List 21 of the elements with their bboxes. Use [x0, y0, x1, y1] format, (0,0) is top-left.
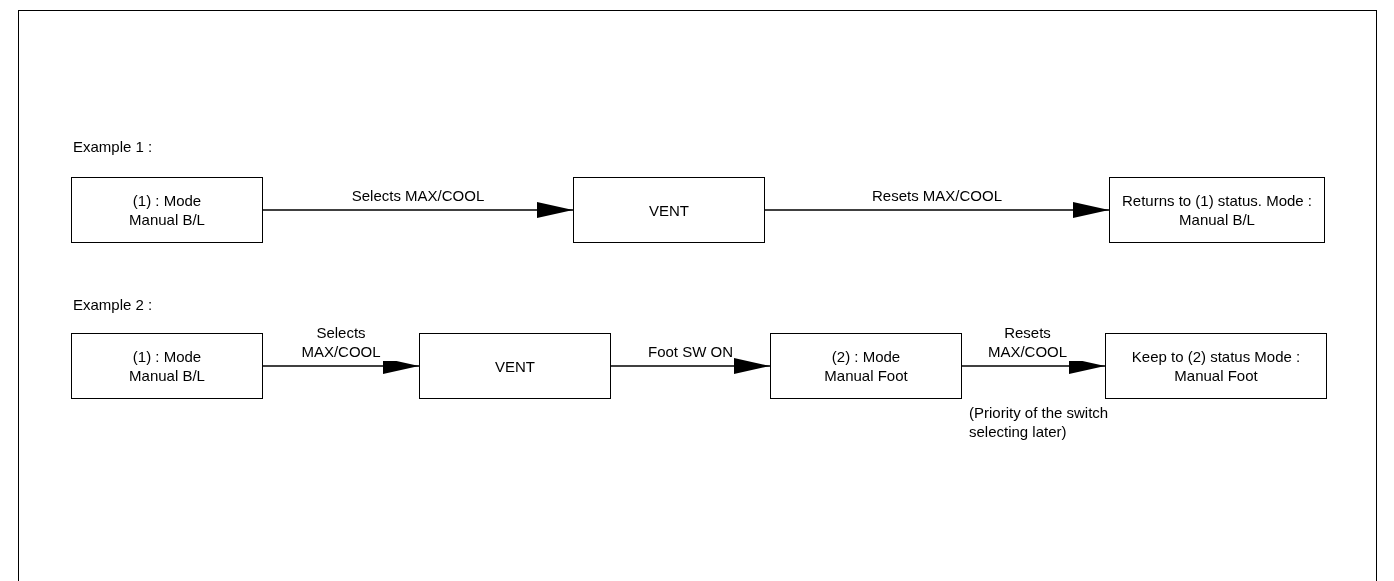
arrow	[262, 202, 574, 218]
process-box	[1105, 333, 1327, 399]
box-text: VENT	[495, 356, 535, 376]
note-text: (Priority of the switch selecting later)	[969, 403, 1109, 441]
box-text: (1) : Mode Manual B/L	[128, 191, 206, 229]
process-box	[71, 333, 263, 399]
process-box	[419, 333, 611, 399]
process-box	[573, 177, 765, 243]
note-text: Example 2 :	[73, 295, 153, 314]
box-text: VENT	[649, 200, 689, 220]
process-box	[71, 177, 263, 243]
arrow	[961, 358, 1106, 374]
arrow	[764, 202, 1110, 218]
box-text: Keep to (2) status Mode : Manual Foot	[1130, 347, 1302, 385]
process-box	[1109, 177, 1325, 243]
arrow	[610, 358, 771, 374]
box-text: (1) : Mode Manual B/L	[128, 347, 206, 385]
box-text: (2) : Mode Manual Foot	[823, 347, 909, 385]
note-text: Example 1 :	[73, 137, 153, 156]
process-box	[770, 333, 962, 399]
box-text: Returns to (1) status. Mode : Manual B/L	[1120, 191, 1314, 229]
